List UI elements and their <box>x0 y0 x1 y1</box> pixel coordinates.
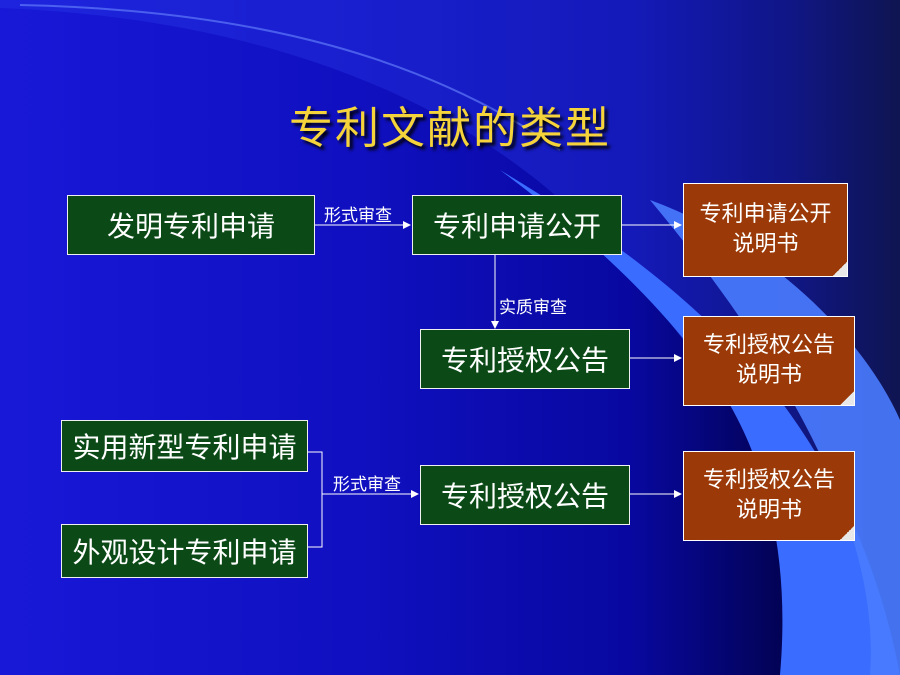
doc3-line1: 专利授权公告 <box>702 468 835 493</box>
grant-announce-box-1: 专利授权公告 <box>420 329 630 389</box>
doc-grant-description-1: 专利授权公告 说明书 <box>683 316 855 406</box>
design-apply-box: 外观设计专利申请 <box>61 524 308 578</box>
page-fold-icon <box>840 391 854 405</box>
bracket-utility-design <box>308 451 323 548</box>
page-fold-icon <box>833 262 847 276</box>
page-fold-icon <box>840 526 854 540</box>
apply-publish-label: 专利申请公开 <box>432 210 601 243</box>
utility-apply-label: 实用新型专利申请 <box>72 431 297 464</box>
doc1-line1: 专利申请公开 <box>699 202 832 227</box>
grant-announce-box-2: 专利授权公告 <box>420 465 630 525</box>
formal-review-label-1: 形式审查 <box>324 206 392 226</box>
doc-grant-description-2: 专利授权公告 说明书 <box>683 451 855 541</box>
grant-announce-label-2: 专利授权公告 <box>440 480 609 513</box>
invention-apply-label: 发明专利申请 <box>106 210 275 243</box>
doc3-line2: 说明书 <box>735 498 802 523</box>
invention-apply-box: 发明专利申请 <box>67 195 315 255</box>
formal-review-label-2: 形式审查 <box>333 475 401 495</box>
page-title: 专利文献的类型 <box>289 103 611 154</box>
doc2-line2: 说明书 <box>735 363 802 388</box>
grant-announce-label-1: 专利授权公告 <box>440 344 609 377</box>
substantive-review-label: 实质审查 <box>499 298 567 318</box>
doc1-line2: 说明书 <box>732 232 799 257</box>
doc2-line1: 专利授权公告 <box>702 333 835 358</box>
doc-publish-description: 专利申请公开 说明书 <box>683 183 848 277</box>
utility-apply-box: 实用新型专利申请 <box>61 420 308 472</box>
design-apply-label: 外观设计专利申请 <box>72 536 297 569</box>
apply-publish-box: 专利申请公开 <box>412 195 622 255</box>
